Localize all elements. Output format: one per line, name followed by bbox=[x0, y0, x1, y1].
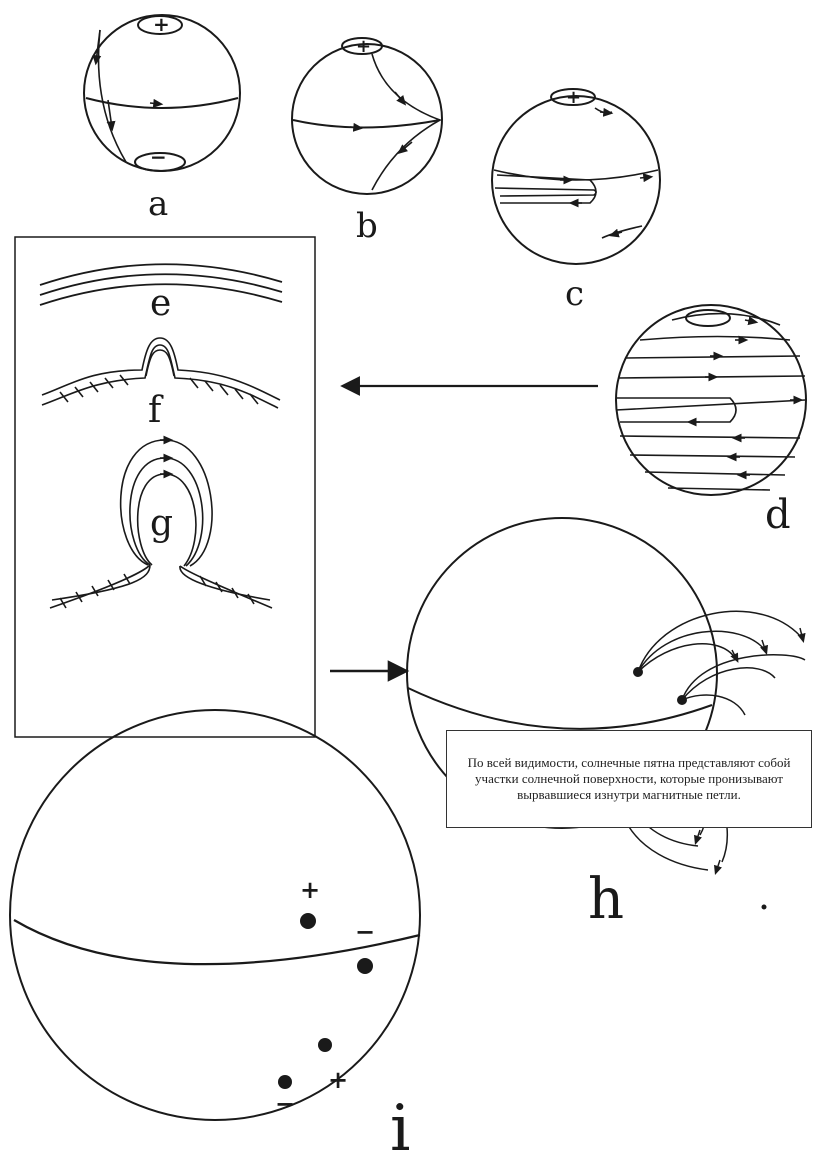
sunspot bbox=[318, 1038, 332, 1052]
caption-box: По всей видимости, солнечные пятна предс… bbox=[446, 730, 812, 828]
label-h: h bbox=[588, 867, 624, 932]
sphere-d bbox=[616, 305, 806, 495]
label-i: i bbox=[390, 1092, 410, 1156]
sphere-i bbox=[10, 710, 420, 1120]
sunspot bbox=[357, 958, 373, 974]
label-a: a bbox=[148, 184, 168, 224]
label-d: d bbox=[765, 492, 791, 538]
label-b: b bbox=[356, 206, 378, 246]
sunspot bbox=[278, 1075, 292, 1089]
plus-sign-c: + bbox=[566, 87, 581, 108]
plus-sign-i-2: + bbox=[328, 1065, 348, 1094]
label-g: g bbox=[150, 503, 173, 544]
label-f: f bbox=[148, 390, 164, 431]
sphere-b bbox=[292, 38, 442, 194]
plus-sign-a: + bbox=[153, 12, 170, 36]
minus-sign-a: − bbox=[150, 145, 167, 169]
label-c: c bbox=[565, 274, 584, 314]
plus-sign-i-1: + bbox=[300, 875, 320, 904]
sunspot bbox=[300, 913, 316, 929]
sphere-c bbox=[492, 89, 660, 264]
plus-sign-b: + bbox=[356, 36, 371, 57]
caption-text: По всей видимости, солнечные пятна предс… bbox=[461, 755, 797, 803]
minus-sign-i-1: − bbox=[355, 917, 375, 946]
dot bbox=[762, 905, 767, 910]
minus-sign-i-2: − bbox=[275, 1089, 295, 1118]
label-e: e bbox=[150, 283, 171, 324]
